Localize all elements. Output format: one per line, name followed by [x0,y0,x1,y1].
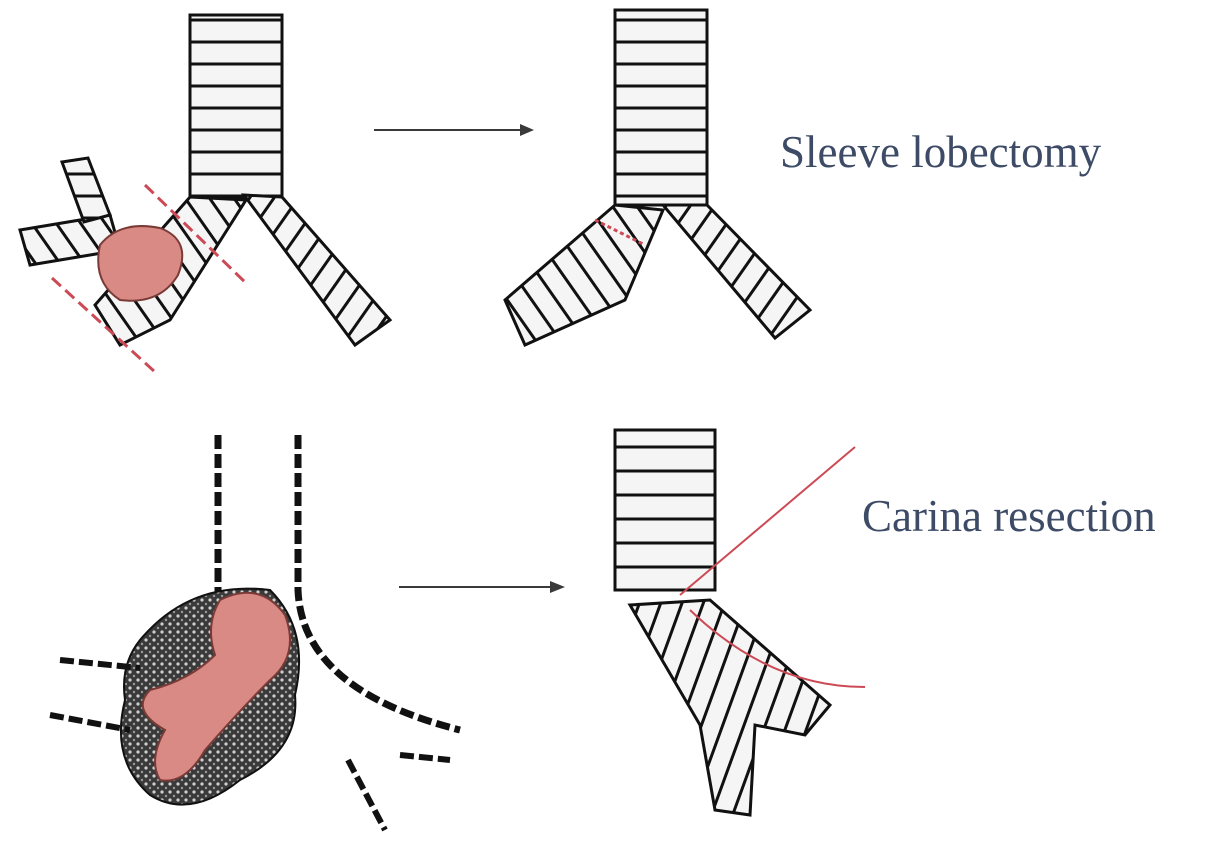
left-main-bronchus [663,205,810,338]
right-bronchus-stump-2 [50,715,130,730]
anastomosed-bronchus [505,205,663,345]
trachea [615,430,715,590]
left-main-bronchus-wall [348,760,385,830]
trachea [615,10,707,205]
sleeve-after-illustration [495,0,815,355]
bronchus-branch [400,755,450,760]
carina-resection-label: Carina resection [862,490,1156,542]
carina-after-illustration [600,425,870,825]
sleeve-before-illustration [0,0,400,380]
trachea [190,15,282,197]
carina-before-illustration [40,430,480,858]
right-arrow-icon [395,572,570,602]
reconstructed-bronchus [630,600,830,815]
left-main-bronchus [244,195,390,345]
sleeve-lobectomy-label: Sleeve lobectomy [780,126,1101,178]
